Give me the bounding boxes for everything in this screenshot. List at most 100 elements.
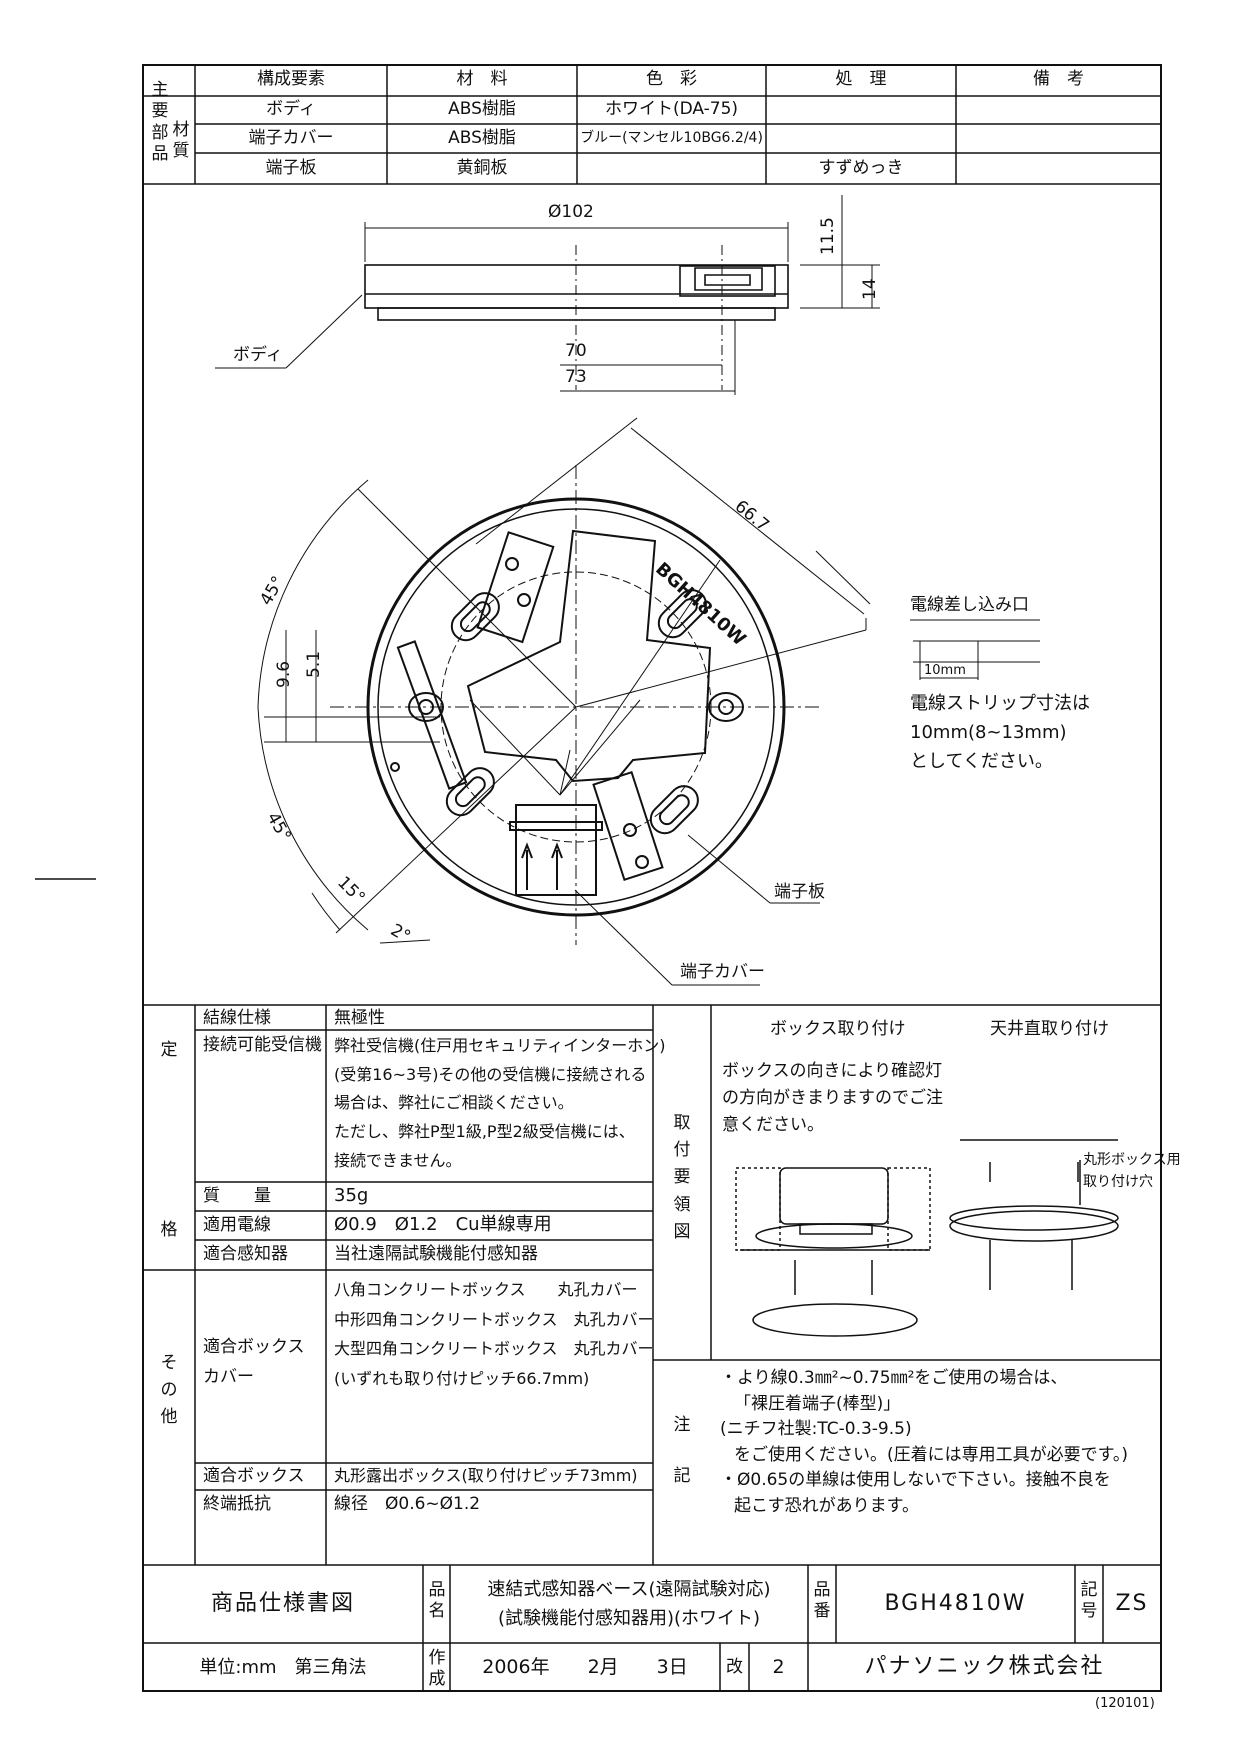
- label-wire-inlet: 電線差し込み口: [910, 595, 1029, 615]
- part-no-label-2: 番: [813, 1601, 831, 1622]
- spec-key-detector: 適合感知器: [203, 1244, 288, 1264]
- part-no: BGH4810W: [884, 1591, 1027, 1616]
- label-body: ボディ: [233, 345, 283, 365]
- other-key-cover-1: 適合ボックス: [203, 1337, 305, 1357]
- ceiling-label: 丸形ボックス用 取り付け穴: [1083, 1150, 1181, 1193]
- other-key-resistor: 終端抵抗: [203, 1494, 271, 1514]
- row-body-name: ボディ: [266, 99, 316, 119]
- row-body-color: ホワイト(DA-75): [604, 99, 739, 119]
- created-label-1: 作: [428, 1648, 446, 1668]
- spec-key-wire: 適用電線: [203, 1215, 271, 1235]
- other-key-cover: 適合ボックス カバー: [203, 1333, 305, 1393]
- header-material: 材 料: [456, 69, 508, 89]
- row-plate-name: 端子板: [265, 158, 317, 178]
- note-line-5: ・Ø0.65の単線は使用しないで下さい。接触不良を: [720, 1470, 1111, 1490]
- spec-side-other-1: そ: [160, 1353, 178, 1373]
- created-label-2: 成: [428, 1669, 446, 1690]
- row-plate-treatment: すずめっき: [818, 158, 904, 178]
- dim-10mm: 10mm: [924, 663, 966, 678]
- header-component: 構成要素: [257, 69, 325, 89]
- header-color: 色 彩: [646, 69, 697, 89]
- product-name-label-1: 品: [428, 1580, 446, 1600]
- dim-11-5: 11.5: [818, 217, 838, 255]
- mounting-side-3: 要: [673, 1167, 691, 1188]
- spec-side-other: そ の 他: [159, 1350, 179, 1432]
- row-cover-color: ブルー(マンセル10BG6.2/4): [580, 130, 763, 146]
- other-val-box: 丸形露出ボックス(取り付けピッチ73mm): [334, 1466, 638, 1485]
- note-line-2: 「裸圧着端子(棒型)」: [734, 1393, 901, 1414]
- symbol-label-1: 記: [1080, 1580, 1098, 1600]
- strip-note-line-3: としてください。: [910, 750, 1053, 772]
- row-cover-name: 端子カバー: [248, 128, 334, 148]
- dim-73: 73: [565, 367, 587, 387]
- row-body-material: ABS樹脂: [448, 99, 516, 119]
- note-line-3: (ニチフ社製:TC-0.3-9.5): [720, 1419, 912, 1439]
- symbol: ZS: [1115, 1591, 1149, 1616]
- mounting-side-2: 付: [673, 1140, 691, 1161]
- ceiling-label-2: 取り付け穴: [1083, 1173, 1153, 1190]
- header-treatment: 処 理: [835, 69, 887, 89]
- part-no-label: 品 番: [812, 1580, 832, 1623]
- spec-side-top: 定: [160, 1040, 178, 1060]
- other-val-cover: 八角コンクリートボックス 丸孔カバー 中形四角コンクリートボックス 丸孔カバー …: [334, 1275, 654, 1393]
- row-plate-material: 黄銅板: [456, 158, 508, 178]
- dim-9-6: 9.6: [274, 660, 294, 688]
- ceiling-mount-title: 天井直取り付け: [990, 1019, 1109, 1039]
- receiver-line-4: ただし、弊社P型1級,P型2級受信機には、: [334, 1121, 635, 1141]
- other-key-cover-2: カバー: [203, 1366, 254, 1387]
- dim-diameter: Ø102: [548, 202, 594, 222]
- mounting-side-4: 領: [673, 1194, 691, 1215]
- dim-70: 70: [565, 341, 587, 361]
- part-no-label-1: 品: [813, 1580, 831, 1600]
- box-note-2: の方向がきまりますのでご注: [722, 1088, 943, 1109]
- spec-key-receiver: 接続可能受信機: [203, 1035, 322, 1055]
- strip-note: 電線ストリップ寸法は 10mm(8~13mm) としてください。: [910, 690, 1090, 776]
- strip-note-line-2: 10mm(8~13mm): [910, 721, 1067, 743]
- product-name-label-2: 名: [428, 1601, 446, 1622]
- cover-line-3: 大型四角コンクリートボックス 丸孔カバー: [334, 1339, 654, 1359]
- product-name-line-1: 速結式感知器ベース(遠隔試験対応): [487, 1579, 771, 1600]
- other-key-box: 適合ボックス: [203, 1466, 305, 1486]
- product-name-line-2: (試験機能付感知器用)(ホワイト): [497, 1607, 761, 1629]
- spec-side-other-3: 他: [160, 1407, 178, 1428]
- receiver-line-5: 接続できません。: [334, 1150, 462, 1170]
- spec-key-mass: 質 量: [203, 1186, 271, 1206]
- mounting-side-5: 図: [673, 1221, 691, 1242]
- parts-side-label-2: 材質: [172, 120, 190, 162]
- spec-val-detector: 当社遠隔試験機能付感知器: [334, 1244, 538, 1264]
- label-terminal-plate: 端子板: [774, 882, 825, 902]
- spec-side-bottom: 格: [160, 1220, 178, 1240]
- dim-14: 14: [860, 278, 880, 300]
- ceiling-label-1: 丸形ボックス用: [1083, 1152, 1181, 1168]
- cover-line-1: 八角コンクリートボックス 丸孔カバー: [334, 1280, 638, 1299]
- doc-code: (120101): [1095, 1696, 1155, 1711]
- drawing-frame: [142, 64, 1162, 1692]
- receiver-line-1: 弊社受信機(住戸用セキュリティインターホン): [334, 1036, 666, 1055]
- strip-note-line-1: 電線ストリップ寸法は: [910, 693, 1090, 714]
- rev-label: 改: [726, 1657, 743, 1677]
- rev: 2: [772, 1656, 785, 1678]
- symbol-label-2: 号: [1080, 1601, 1098, 1622]
- notes-side-label: 注 記: [672, 1400, 692, 1502]
- spec-key-wiring: 結線仕様: [203, 1008, 271, 1028]
- parts-side-label: 主要部品: [151, 80, 169, 164]
- mounting-side-1: 取: [673, 1113, 691, 1133]
- product-name-label: 品 名: [427, 1580, 447, 1623]
- spec-val-wiring: 無極性: [334, 1008, 385, 1028]
- note-line-4: をご使用ください。(圧着には専用工具が必要です。): [734, 1444, 1129, 1465]
- symbol-label: 記 号: [1079, 1580, 1099, 1623]
- notes-side-1: 注: [673, 1415, 691, 1435]
- notes-side-2: 記: [673, 1466, 691, 1486]
- note-line-6: 起こす恐れがあります。: [734, 1495, 919, 1516]
- notes-body: ・より線0.3㎜²~0.75㎜²をご使用の場合は、 「裸圧着端子(棒型)」 (ニ…: [720, 1366, 1128, 1519]
- box-note-1: ボックスの向きにより確認灯: [722, 1061, 943, 1081]
- receiver-line-3: 場合は、弊社にご相談ください。: [334, 1093, 574, 1113]
- box-mount-note: ボックスの向きにより確認灯 の方向がきまりますのでご注 意ください。: [722, 1058, 943, 1140]
- box-mount-title: ボックス取り付け: [770, 1019, 906, 1039]
- unit-method: 単位:mm 第三角法: [199, 1657, 367, 1678]
- spec-val-receiver: 弊社受信機(住戸用セキュリティインターホン) (受第16~3号)その他の受信機に…: [334, 1032, 666, 1175]
- label-terminal-cover: 端子カバー: [680, 962, 765, 982]
- spec-val-mass: 35g: [334, 1185, 369, 1206]
- spec-side-other-2: の: [160, 1380, 178, 1401]
